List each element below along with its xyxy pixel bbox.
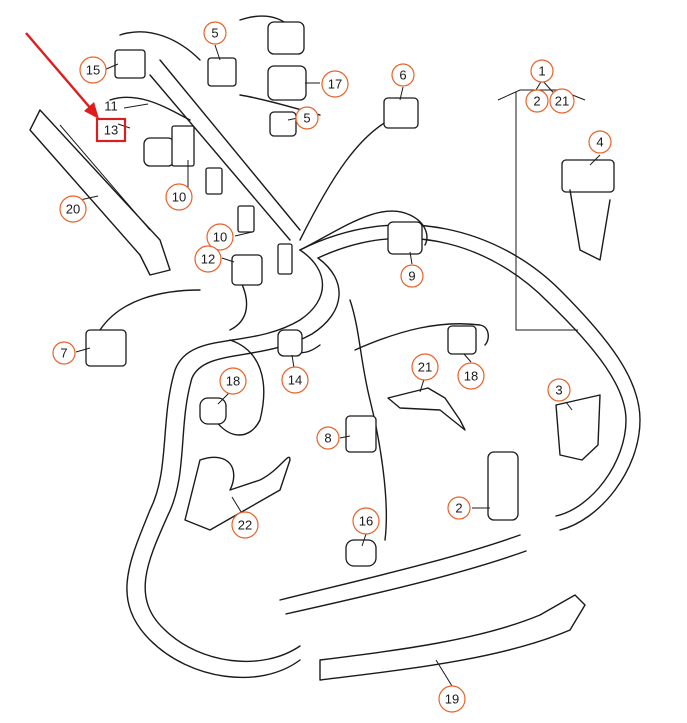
svg-text:9: 9 xyxy=(408,269,415,284)
svg-text:18: 18 xyxy=(226,374,240,389)
svg-text:14: 14 xyxy=(288,373,302,388)
svg-text:17: 17 xyxy=(328,77,342,92)
svg-text:20: 20 xyxy=(66,202,80,217)
callout-14: 14 xyxy=(281,366,309,394)
highlight-box-13 xyxy=(95,117,127,143)
svg-text:21: 21 xyxy=(418,360,432,375)
svg-text:22: 22 xyxy=(238,518,252,533)
callout-19: 19 xyxy=(438,685,466,713)
svg-text:2: 2 xyxy=(533,94,540,109)
callout-7: 7 xyxy=(52,341,76,365)
svg-text:19: 19 xyxy=(445,692,459,707)
svg-text:10: 10 xyxy=(213,230,227,245)
label-11: 11 xyxy=(104,99,118,114)
callout-2-lower: 2 xyxy=(447,496,471,520)
svg-text:6: 6 xyxy=(399,68,406,83)
callout-5-right: 5 xyxy=(295,106,319,130)
callout-2-top: 2 xyxy=(525,89,549,113)
svg-text:12: 12 xyxy=(201,252,215,267)
svg-text:16: 16 xyxy=(359,514,373,529)
leader-lines xyxy=(75,44,601,687)
callout-8: 8 xyxy=(316,426,340,450)
callout-9: 9 xyxy=(400,264,424,288)
svg-text:3: 3 xyxy=(555,383,562,398)
bracket-rail-20 xyxy=(29,109,171,276)
svg-text:10: 10 xyxy=(172,190,186,205)
callout-10-upper: 10 xyxy=(165,183,193,211)
bracket-22 xyxy=(184,456,291,531)
connectors xyxy=(85,21,615,567)
callout-12: 12 xyxy=(194,245,222,273)
pointer-arrow xyxy=(25,32,99,119)
callout-21-lower: 21 xyxy=(411,353,439,381)
callout-17: 17 xyxy=(321,70,349,98)
svg-text:21: 21 xyxy=(555,94,569,109)
callout-5-top: 5 xyxy=(203,21,227,45)
svg-text:15: 15 xyxy=(86,63,100,78)
holder-21 xyxy=(387,387,466,431)
callout-22: 22 xyxy=(231,511,259,539)
svg-text:5: 5 xyxy=(303,111,310,126)
callouts: 1 2 21 2 3 4 5 5 6 7 8 9 10 10 12 14 15 … xyxy=(52,21,612,713)
callout-1: 1 xyxy=(530,59,554,83)
svg-text:18: 18 xyxy=(464,369,478,384)
callout-21-top: 21 xyxy=(549,88,575,114)
svg-text:7: 7 xyxy=(60,346,67,361)
plain-labels: 11 13 xyxy=(95,99,127,143)
svg-text:5: 5 xyxy=(211,26,218,41)
bracket-3 xyxy=(555,394,601,461)
svg-text:2: 2 xyxy=(455,501,462,516)
main-harness-trunk xyxy=(126,224,641,679)
svg-text:4: 4 xyxy=(596,135,603,150)
callout-6: 6 xyxy=(391,63,415,87)
label-13: 13 xyxy=(104,123,118,138)
callout-16: 16 xyxy=(352,507,380,535)
callout-18-right: 18 xyxy=(457,362,485,390)
svg-text:8: 8 xyxy=(324,431,331,446)
callout-4: 4 xyxy=(588,130,612,154)
callout-3: 3 xyxy=(547,378,571,402)
bracket-19 xyxy=(319,594,586,681)
callout-15: 15 xyxy=(79,56,107,84)
callout-10-lower: 10 xyxy=(206,223,234,251)
callout-20: 20 xyxy=(59,195,87,223)
callout-18-left: 18 xyxy=(219,367,247,395)
svg-text:1: 1 xyxy=(538,64,545,79)
